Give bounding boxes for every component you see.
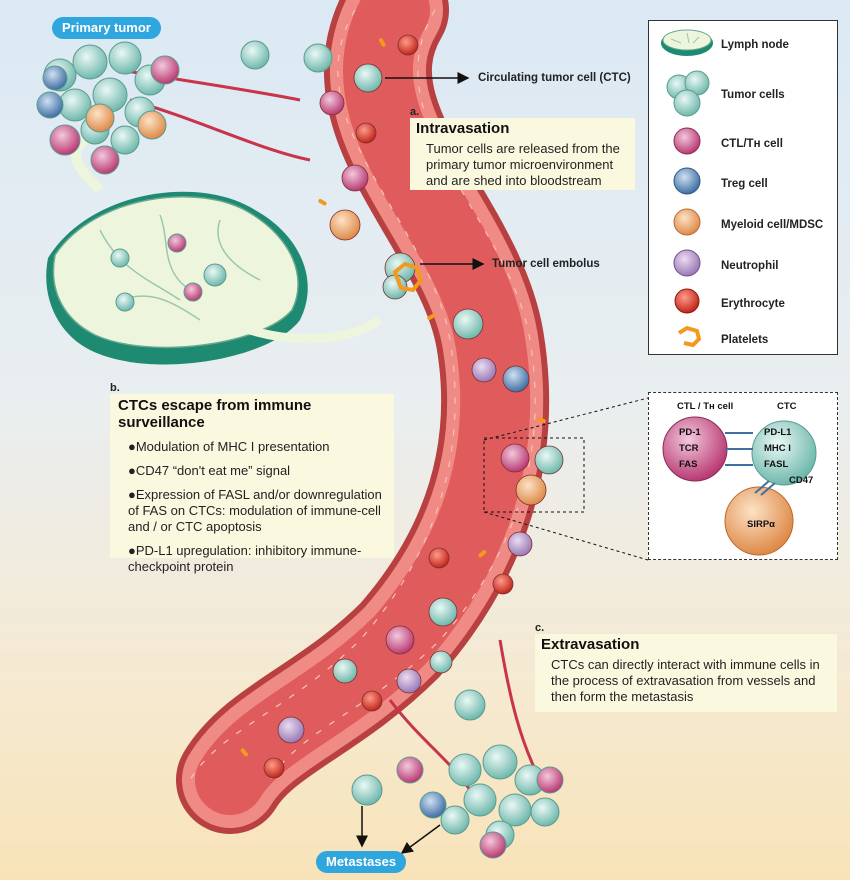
immune-escape-title: CTCs escape from immune surveillance [118,397,312,431]
legend-item-tumor-cells: Tumor cells [721,89,785,101]
bullet-fasl: ●Expression of FASL and/or downregulatio… [128,487,382,534]
bullet-pdl1: ●PD-L1 upregulation: inhibitory immune-c… [128,543,362,574]
inset-mhc1: MHC I [764,443,791,454]
zoom-box [483,437,585,513]
inset-sirpa: SIRPα [747,519,776,530]
legend-icons [661,29,713,348]
legend-item-erythrocyte: Erythrocyte [721,298,785,310]
platelets [240,38,546,757]
ctc-arrow-label: Circulating tumor cell (CTC) [478,72,631,84]
legend: Lymph node Tumor cells CTL/Tʜ cell Treg … [648,20,838,355]
extravasation-text: CTCs can directly interact with immune c… [551,657,820,704]
platelets-icon [677,325,702,348]
ctl-cell-icon [673,127,701,155]
inset-fas: FAS [679,459,698,470]
inset-pdl1: PD-L1 [764,427,792,438]
inset-ctl-title: CTL / Tʜ cell [677,401,734,412]
inset-tcr: TCR [679,443,699,454]
primary-tumor-label: Primary tumor [52,17,161,39]
metastases-label: Metastases [316,851,407,873]
lymph-node [46,130,383,365]
embolus-arrow-label: Tumor cell embolus [492,258,600,270]
extravasation-panel: Extravasation CTCs can directly interact… [535,634,837,712]
inset-illustration [662,416,817,556]
neutrophil-icon [673,249,701,277]
legend-item-ctl: CTL/Tʜ cell [721,138,783,150]
section-b-letter: b. [110,382,120,394]
vessel-cells [263,34,564,779]
inset-ctc-title: CTC [777,401,797,412]
section-a-letter: a. [410,106,420,118]
myeloid-cell-icon [673,208,701,236]
annotation-arrows [356,72,649,854]
legend-item-treg: Treg cell [721,178,768,190]
treg-cell-icon [673,167,701,195]
erythrocyte-icon [674,288,700,314]
lymph-node-icon [661,29,713,56]
intravasation-panel: Intravasation Tumor cells are released f… [410,118,635,190]
inset-cd47: CD47 [789,475,814,486]
metastasis-cluster [351,689,564,859]
bullet-mhc: ●Modulation of MHC I presentation [128,439,330,454]
legend-item-myeloid: Myeloid cell/MDSC [721,219,824,231]
primary-tumor-cluster [36,40,333,175]
inset-fasl: FASL [764,459,789,470]
intravasation-title: Intravasation [416,120,510,137]
bullet-cd47: ●CD47 “don't eat me” signal [128,463,291,478]
inset-pd1: PD-1 [679,427,701,438]
interaction-inset: CTL / Tʜ cell CTC PD-1 TCR FAS PD-L1 MHC… [648,392,838,560]
intravasation-text: Tumor cells are released from the primar… [426,141,620,188]
legend-item-neutrophil: Neutrophil [721,260,779,272]
tumor-cells-icon [666,70,710,117]
legend-item-platelets: Platelets [721,334,769,346]
legend-item-lymph-node: Lymph node [721,39,789,51]
blood-vessel [176,0,550,834]
extravasation-title: Extravasation [541,636,640,653]
immune-escape-panel: CTCs escape from immune surveillance ●Mo… [110,394,394,574]
lymph-node-cells [110,233,227,312]
section-c-letter: c. [535,622,545,634]
